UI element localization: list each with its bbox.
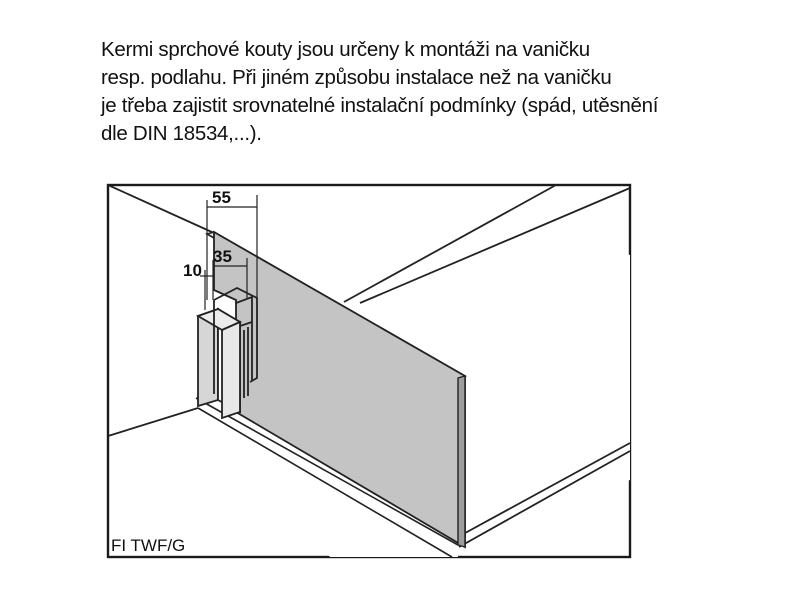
dimension-wall-offset: 10 xyxy=(183,261,202,280)
wall-profile xyxy=(195,286,258,420)
room-edges xyxy=(107,184,557,437)
tray-outline xyxy=(359,187,631,548)
intro-line-1: Kermi sprchové kouty jsou určeny k montá… xyxy=(101,38,590,61)
dimension-profile-depth: 35 xyxy=(213,247,232,266)
floor-front xyxy=(198,397,458,557)
diagram-caption: FI TWF/G xyxy=(111,536,185,555)
dimension-overall: 55 xyxy=(212,188,231,207)
intro-line-4: dle DIN 18534,...). xyxy=(101,122,262,145)
intro-line-3: je třeba zajistit srovnatelné instalační… xyxy=(101,94,659,117)
tray-top-surface xyxy=(362,228,630,545)
intro-line-2: resp. podlahu. Při jiném způsobu instala… xyxy=(101,66,612,89)
dimension-lines xyxy=(200,195,258,310)
intro-text: Kermi sprchové kouty jsou určeny k montá… xyxy=(101,36,741,148)
floor-lines xyxy=(195,397,459,558)
